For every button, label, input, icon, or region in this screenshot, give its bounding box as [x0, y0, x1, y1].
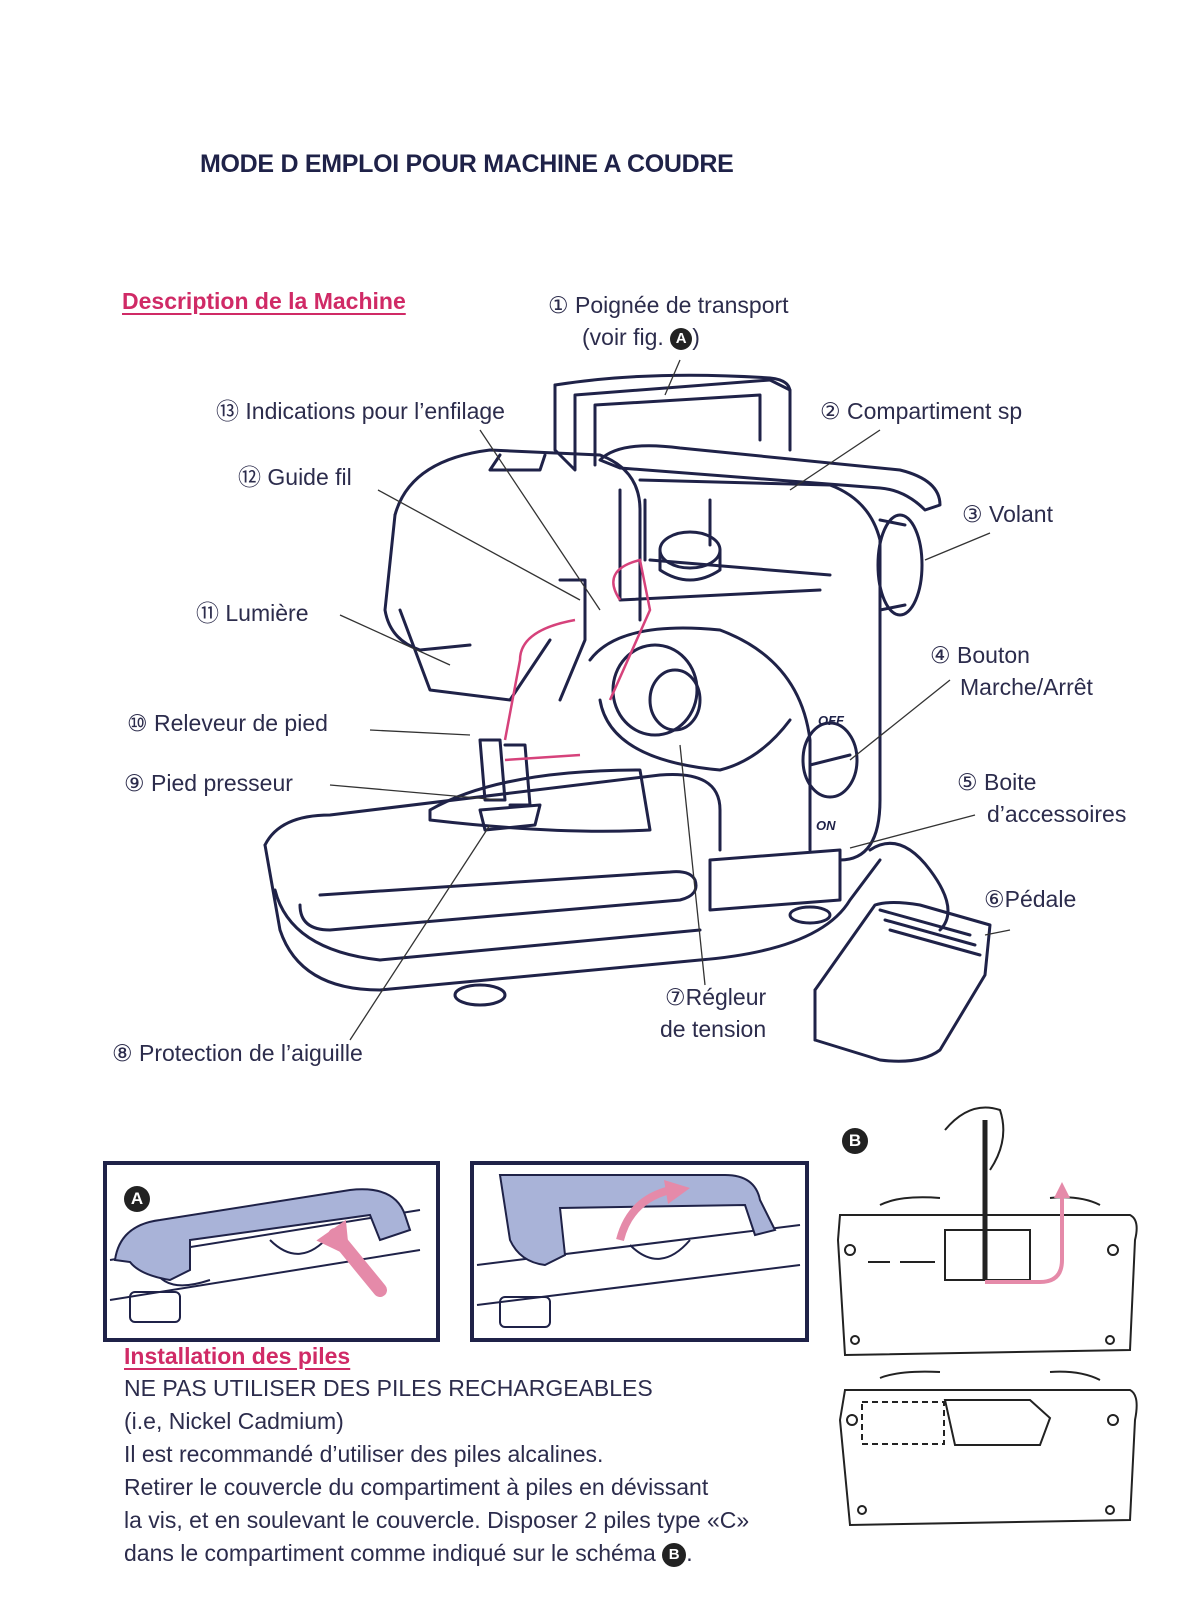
battery-line-2: (i.e, Nickel Cadmium): [124, 1408, 344, 1434]
fig-b-badge: B: [842, 1128, 868, 1154]
battery-line-1: NE PAS UTILISER DES PILES RECHARGEABLES: [124, 1375, 653, 1401]
battery-instructions: NE PAS UTILISER DES PILES RECHARGEABLES …: [124, 1372, 834, 1570]
switch-off-text: OFF: [818, 713, 845, 728]
label-part-5: ⑤ Boite d’accessoires: [957, 769, 1127, 827]
label-part-13: ⑬ Indications pour l’enfilage: [216, 398, 505, 425]
battery-line-6: dans le compartiment comme indiqué sur l…: [124, 1540, 693, 1567]
label-part-8: ⑧ Protection de l’aiguille: [112, 1040, 363, 1067]
label-part-3: ③ Volant: [962, 501, 1053, 528]
section-heading-batteries: Installation des piles: [124, 1343, 351, 1369]
battery-line-3: Il est recommandé d’utiliser des piles a…: [124, 1441, 604, 1467]
label-part-12: ⑫ Guide fil: [238, 464, 352, 491]
page-title: MODE D EMPLOI POUR MACHINE A COUDRE: [200, 150, 734, 178]
label-part-4: ④ Bouton Marche/Arrêt: [930, 642, 1093, 700]
label-part-11: ⑪ Lumière: [196, 600, 309, 627]
fig-a-badge: A: [124, 1186, 150, 1212]
label-part-10: ⑩ Releveur de pied: [127, 710, 328, 737]
battery-line-4: Retirer le couvercle du compartiment à p…: [124, 1474, 709, 1500]
label-part-6: ⑥Pédale: [984, 886, 1077, 913]
fig-a-badge-inline: A: [670, 327, 693, 350]
fig-b-badge-inline: B: [662, 1542, 687, 1567]
label-part-9: ⑨ Pied presseur: [124, 770, 293, 797]
label-part-7: ⑦Régleur de tension: [660, 984, 767, 1042]
label-part-1: ① Poignée de transport (voir fig. A): [548, 292, 789, 350]
section-heading-description: Description de la Machine: [122, 288, 406, 314]
label-part-2: ② Compartiment sp: [820, 398, 1023, 425]
switch-on-text: ON: [816, 818, 836, 833]
battery-line-5: la vis, et en soulevant le couvercle. Di…: [124, 1507, 750, 1533]
